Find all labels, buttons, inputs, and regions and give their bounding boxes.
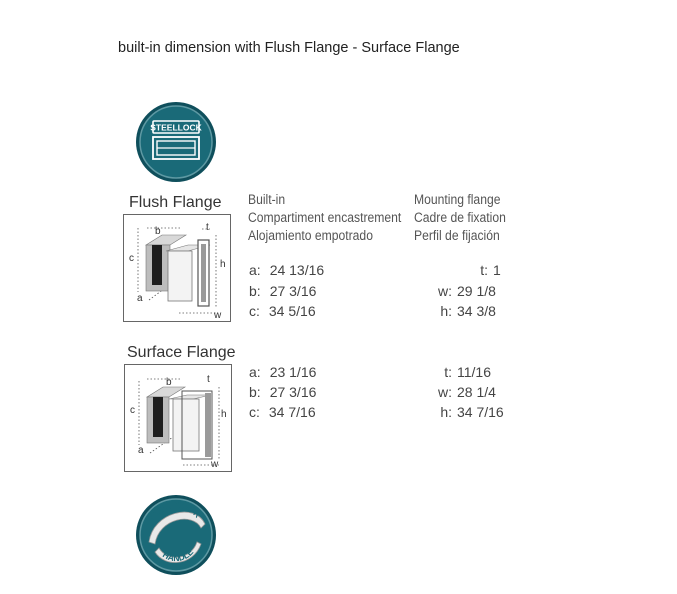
flush-flange-label: Flush Flange [129,194,222,211]
dim-a-label: a [138,445,144,456]
mounting-header: Mounting flange Cadre de fixation Perfil… [414,191,506,245]
curved-door-handle-badge-icon: CURVED DOOR HANDLE [135,494,217,576]
flush-w-row: w: 29 1/8 [384,283,496,299]
flush-b-row: b: 27 3/16 [249,283,316,299]
builtin-es: Alojamiento empotrado [248,228,373,243]
surface-b-key: b: [249,384,261,400]
flush-a-row: a: 24 13/16 [249,262,324,278]
dim-b-label: b [166,377,172,388]
surface-b-value: 27 3/16 [269,384,317,400]
dim-w-label: w [210,459,219,470]
surface-b-row: b: 27 3/16 [249,384,316,400]
flush-t-key: t: [480,262,488,278]
flush-h-row: h: 34 3/8 [384,303,496,319]
dim-a-label: a [137,293,143,304]
dim-w-label: w [213,310,222,321]
dim-t-label: t [206,222,209,233]
surface-flange-label: Surface Flange [127,344,236,361]
flush-h-key: h: [440,303,452,319]
flush-w-value: 29 1/8 [457,283,496,299]
surface-a-key: a: [249,364,261,380]
mounting-en: Mounting flange [414,192,501,207]
flush-t-row: t: 1 [420,262,501,278]
dim-c-label: c [129,253,134,264]
dim-t-label: t [207,374,210,385]
surface-flange-diagram: b c a t h w [124,364,232,472]
builtin-en: Built-in [248,192,286,207]
surface-c-value: 34 7/16 [268,404,316,420]
surface-h-row: h: 34 7/16 [384,404,504,420]
builtin-fr: Compartiment encastrement [248,210,402,225]
surface-w-key: w: [438,384,452,400]
flush-w-key: w: [438,283,452,299]
surface-a-value: 23 1/16 [269,364,317,380]
mounting-fr: Cadre de fixation [414,210,506,225]
surface-c-key: c: [249,404,260,420]
dim-h-label: h [221,409,227,420]
builtin-header: Built-in Compartiment encastrement Aloja… [248,191,401,245]
surface-t-row: t: 11/16 [384,364,491,380]
surface-w-row: w: 28 1/4 [384,384,496,400]
surface-h-value: 34 7/16 [457,404,504,420]
surface-a-row: a: 23 1/16 [249,364,316,380]
flush-t-value: 1 [493,262,501,278]
dim-h-label: h [220,259,226,270]
flush-c-row: c: 34 5/16 [249,303,316,319]
surface-c-row: c: 34 7/16 [249,404,316,420]
mounting-es: Perfil de fijación [414,228,500,243]
page-title: built-in dimension with Flush Flange - S… [118,40,460,56]
flush-b-key: b: [249,283,261,299]
flush-c-value: 34 5/16 [268,303,316,319]
flush-a-key: a: [249,262,261,278]
surface-t-value: 11/16 [457,364,491,380]
dim-c-label: c [130,405,135,416]
flush-h-value: 34 3/8 [457,303,496,319]
dim-b-label: b [155,226,161,237]
steellock-label: STEELLOCK [150,123,202,133]
flush-b-value: 27 3/16 [269,283,317,299]
steellock-badge-icon: STEELLOCK [135,101,217,183]
flush-flange-diagram: b c a t h w [123,214,231,322]
surface-t-key: t: [444,364,452,380]
flush-c-key: c: [249,303,260,319]
flush-a-value: 24 13/16 [269,262,325,278]
surface-w-value: 28 1/4 [457,384,496,400]
surface-h-key: h: [440,404,452,420]
